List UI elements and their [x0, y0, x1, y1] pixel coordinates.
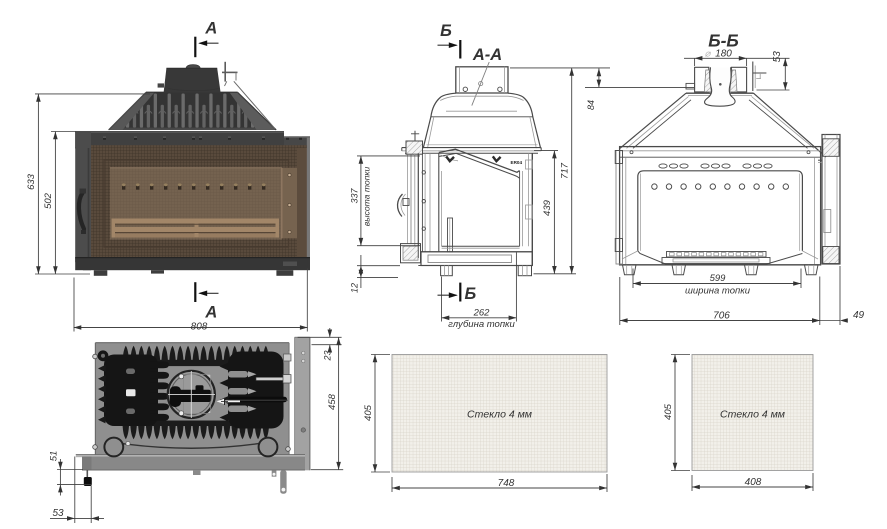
- svg-text:ширина топки: ширина топки: [685, 286, 751, 297]
- svg-text:405: 405: [363, 404, 374, 421]
- svg-text:Б-Б: Б-Б: [708, 31, 739, 51]
- svg-text:262: 262: [473, 308, 491, 319]
- svg-text:408: 408: [745, 477, 762, 488]
- svg-text:405: 405: [663, 403, 674, 420]
- svg-text:502: 502: [43, 192, 54, 209]
- svg-text:337: 337: [350, 188, 360, 204]
- svg-text:⌀: ⌀: [705, 49, 712, 60]
- svg-text:ER04: ER04: [511, 160, 523, 165]
- svg-text:748: 748: [498, 478, 515, 489]
- svg-text:23: 23: [323, 350, 333, 361]
- svg-text:706: 706: [713, 310, 730, 321]
- svg-text:Стекло 4 мм: Стекло 4 мм: [467, 409, 532, 421]
- svg-text:808: 808: [191, 321, 208, 332]
- svg-text:458: 458: [327, 393, 338, 410]
- svg-text:439: 439: [542, 199, 553, 216]
- svg-text:глубина топки: глубина топки: [448, 319, 515, 330]
- svg-text:12: 12: [349, 283, 359, 293]
- svg-text:717: 717: [559, 162, 570, 179]
- svg-text:53: 53: [772, 51, 783, 63]
- svg-text:180: 180: [715, 49, 732, 60]
- svg-text:Б: Б: [464, 285, 476, 303]
- svg-text:599: 599: [710, 273, 727, 284]
- svg-text:A: A: [204, 20, 217, 38]
- svg-text:49: 49: [853, 310, 865, 321]
- svg-text:633: 633: [26, 173, 37, 190]
- svg-text:51: 51: [49, 451, 60, 462]
- svg-text:A-A: A-A: [472, 46, 502, 64]
- svg-text:84: 84: [586, 100, 596, 110]
- svg-text:Б: Б: [440, 22, 452, 40]
- svg-text:высота топки: высота топки: [362, 167, 372, 227]
- svg-text:Стекло 4 мм: Стекло 4 мм: [720, 409, 785, 421]
- svg-text:A: A: [204, 304, 217, 322]
- svg-text:53: 53: [52, 508, 64, 519]
